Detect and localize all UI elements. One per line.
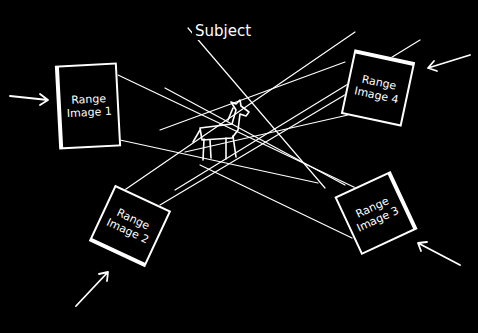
box-label: Range Image 3 bbox=[349, 192, 402, 235]
range-image-box: Range Image 1 bbox=[55, 62, 121, 149]
box-label: Range Image 2 bbox=[104, 204, 157, 247]
range-image-box: Range Image 4 bbox=[341, 49, 415, 126]
box-label: Range Image 4 bbox=[353, 71, 403, 106]
horse-figure bbox=[193, 100, 249, 160]
range-image-box: Range Image 2 bbox=[89, 185, 171, 267]
subject-label: Subject bbox=[192, 22, 254, 40]
box-label: Range Image 1 bbox=[65, 92, 112, 120]
